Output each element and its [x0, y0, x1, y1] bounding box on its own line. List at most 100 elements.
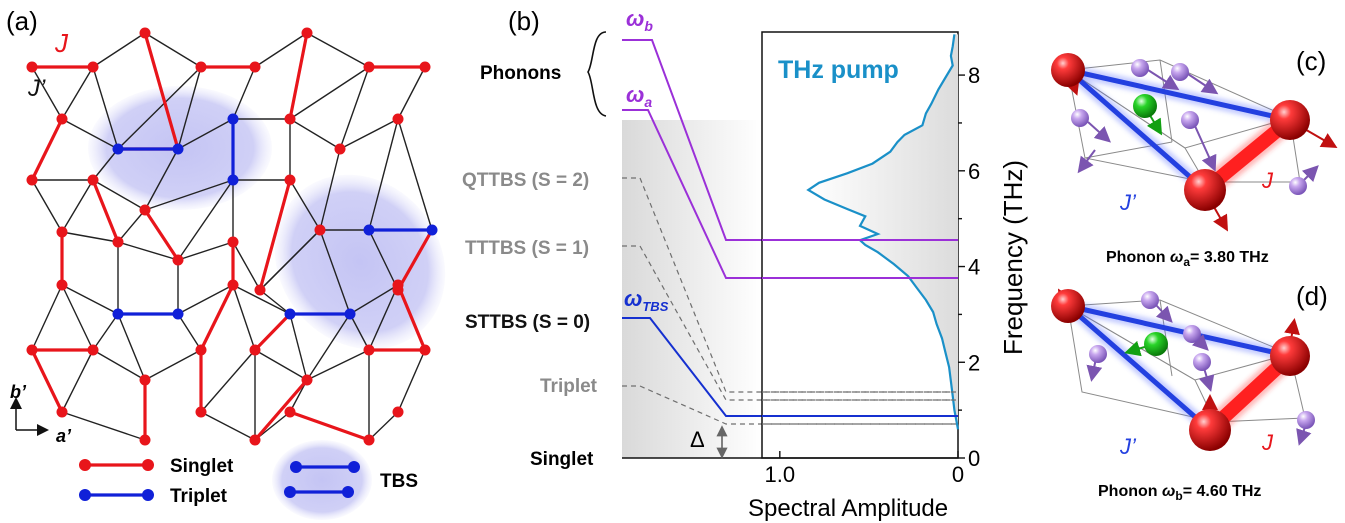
singlet-bond: [30, 118, 64, 181]
lattice-site: [139, 27, 151, 39]
j-prime-bond: [177, 284, 234, 315]
panel-label-a: (a): [6, 6, 38, 36]
caption-c: Phonon ωa= 3.80 THz: [1106, 249, 1269, 269]
j-prime-bond: [92, 179, 146, 211]
y-tick-label: 2: [968, 350, 980, 375]
j-prime-bond: [339, 66, 370, 150]
pump-area: [808, 34, 958, 430]
j-prime-bond: [31, 284, 63, 351]
lattice-site: [172, 308, 184, 320]
panel-label-b: (b): [508, 6, 540, 36]
j-prime-bond: [177, 118, 234, 150]
lattice-site: [419, 61, 431, 73]
singlet-bond: [253, 312, 292, 352]
j-prime-bond: [117, 241, 179, 261]
panel-a-lattice: (a) J J’ b’ a’ Singlet Triplet TBS: [6, 6, 446, 520]
lattice-site: [284, 113, 296, 125]
tttbs-label: TTTBS (S = 1): [465, 238, 589, 259]
lattice-site: [363, 61, 375, 73]
j-prime-bond: [306, 349, 370, 381]
phonons-brace: [587, 31, 607, 117]
lattice-site: [112, 143, 124, 155]
j-prime-bond: [144, 349, 202, 381]
singlet-bond: [258, 179, 292, 291]
j-prime-bond: [259, 229, 321, 291]
j-prime-bond: [61, 349, 94, 413]
d-j-label: J: [1261, 430, 1274, 455]
j-prime-bond: [92, 32, 146, 68]
j-prime-bond: [177, 241, 234, 261]
j-prime-bond: [177, 313, 202, 351]
j-prime-bond: [144, 32, 202, 68]
j-prime-bond: [397, 118, 433, 231]
j-prime-bond: [289, 118, 341, 150]
lattice-site: [284, 308, 296, 320]
j-prime-bond: [319, 148, 341, 231]
lattice-site: [284, 174, 296, 186]
lattice-site: [392, 279, 404, 291]
j-prime-bond: [368, 229, 399, 291]
lattice-site: [314, 224, 326, 236]
j-prime-bond: [177, 179, 234, 261]
lattice-site: [284, 406, 296, 418]
lattice-site: [227, 174, 239, 186]
lattice-site: [363, 434, 375, 446]
j-prime-bond: [61, 231, 119, 243]
tttbs-level: [622, 245, 958, 401]
j-prime-bond: [31, 179, 63, 233]
singlet-bond: [253, 378, 309, 442]
lattice-site: [87, 61, 99, 73]
lattice-site: [112, 308, 124, 320]
c-j-prime-label: J’: [1119, 190, 1137, 215]
lattice-site: [112, 236, 124, 248]
j-prime-bond: [117, 66, 202, 150]
qttbs-label: QTTBS (S = 2): [462, 170, 589, 191]
lattice-site: [172, 254, 184, 266]
panel-b-energy-diagram: (b) Phonons ωb ωa QTTBS (S = 2) TTTBS (S…: [462, 6, 1028, 522]
singlet-bond: [396, 229, 434, 291]
j-prime-label: J’: [27, 75, 46, 102]
lattice-site: [26, 61, 38, 73]
d-cation-atom: [1144, 332, 1168, 356]
lattice-site: [56, 279, 68, 291]
j-label: J: [54, 28, 69, 58]
singlet-bond: [143, 32, 180, 150]
lattice-site: [56, 226, 68, 238]
j-prime-bond: [92, 66, 119, 150]
d-copper-atom: [1270, 336, 1310, 376]
d-oxygen-atoms: [1086, 291, 1315, 446]
omega-tbs-label: ωTBS: [624, 286, 669, 314]
panel-d-phonon-b: (d): [1051, 281, 1328, 503]
j-prime-bond: [144, 179, 234, 211]
j-prime-bond: [339, 118, 399, 150]
j-prime-bond: [232, 66, 256, 120]
axis-b-label: b’: [10, 382, 27, 402]
singlet-bond: [199, 284, 235, 351]
singlet-bond: [396, 284, 427, 351]
d-copper-atom: [1051, 289, 1085, 323]
singlet-bond: [30, 349, 64, 413]
lattice-site: [26, 174, 38, 186]
j-prime-bond: [368, 118, 399, 231]
lattice-site: [249, 344, 261, 356]
j-prime-bond: [92, 148, 119, 181]
lattice-site: [26, 344, 38, 356]
j-prime-bond: [349, 284, 399, 315]
singlet-bond: [288, 32, 309, 120]
j-prime-bond: [259, 289, 291, 315]
lattice-site: [227, 236, 239, 248]
lattice-site: [363, 344, 375, 356]
legend-triplet: Triplet: [170, 486, 228, 507]
lattice-site: [87, 174, 99, 186]
lattice-site: [254, 284, 266, 296]
singlet-bond: [289, 410, 370, 442]
cation-atom: [1133, 94, 1157, 118]
pump-spectrum-line: [806, 34, 960, 430]
lattice-site: [56, 406, 68, 418]
lattice-site: [301, 374, 313, 386]
j-prime-bond: [200, 349, 256, 413]
y-tick-label: 0: [968, 446, 980, 471]
legend-singlet: Singlet: [170, 456, 234, 477]
j-prime-bond: [61, 179, 94, 233]
j-prime-bond: [254, 349, 308, 381]
